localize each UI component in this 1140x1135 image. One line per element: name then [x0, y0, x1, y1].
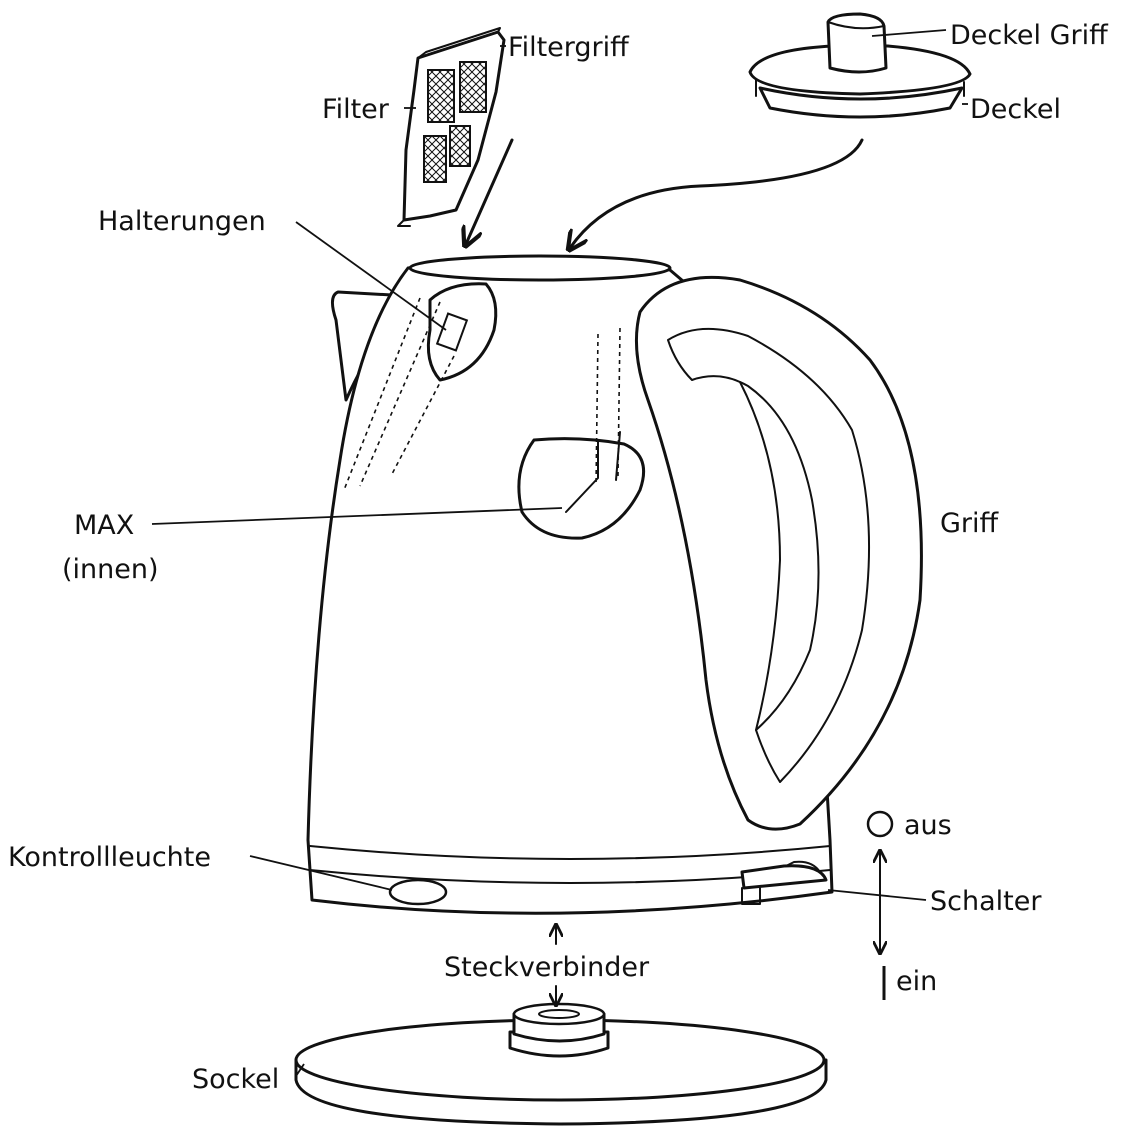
label-sockel: Sockel: [192, 1064, 279, 1095]
label-kontrollleuchte: Kontrollleuchte: [8, 842, 211, 873]
label-halterungen: Halterungen: [98, 206, 266, 237]
label-filter: Filter: [322, 94, 390, 125]
aus-circle-icon: [866, 810, 894, 838]
label-steckverbinder: Steckverbinder: [444, 952, 650, 983]
label-innen: (innen): [62, 554, 159, 585]
filter-arrow: [466, 138, 514, 244]
label-deckel-griff: Deckel Griff: [950, 20, 1109, 51]
label-filtergriff: Filtergriff: [508, 32, 630, 63]
label-griff: Griff: [940, 508, 1000, 539]
label-deckel: Deckel: [970, 94, 1061, 125]
base-drawing: [294, 1002, 828, 1126]
lid-arrow: [570, 138, 864, 248]
filter-drawing: [397, 27, 506, 227]
label-max: MAX: [74, 510, 134, 541]
leader-lines: [151, 29, 968, 1077]
label-ein: ein: [896, 966, 937, 997]
lid-drawing: [748, 12, 972, 119]
label-schalter: Schalter: [930, 886, 1042, 917]
handle-drawing: [634, 275, 923, 831]
label-aus: aus: [904, 810, 952, 841]
